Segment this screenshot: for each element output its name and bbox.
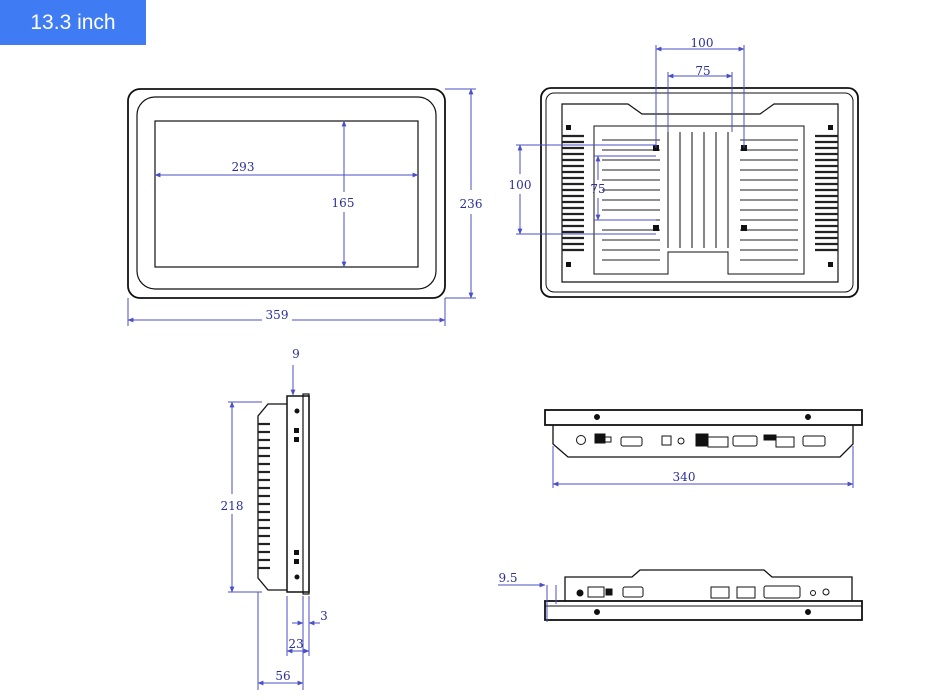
side-view: 9 218 3 23 56: [221, 347, 328, 690]
dim-outer-width: 359: [266, 308, 289, 322]
front-screen: [154, 120, 419, 268]
dim-top-offset: 9.5: [498, 571, 517, 585]
dim-bezel-depth: 9: [292, 347, 300, 361]
dim-panel-thickness: 3: [320, 609, 328, 623]
bottom-body: [552, 425, 854, 458]
dim-vesa-outer-h: 100: [691, 36, 714, 50]
rear-outer-frame: [540, 87, 859, 298]
side-front-panel: [302, 393, 310, 595]
bottom-ports: [576, 414, 826, 448]
left-vent-fins: [562, 134, 584, 252]
heatsink-outline: [593, 125, 805, 275]
dim-body-depth: 23: [288, 637, 303, 651]
bottom-bezel: [544, 409, 863, 426]
dim-screen-width: 293: [232, 160, 255, 174]
dim-vesa-outer-v: 100: [509, 178, 532, 192]
rear-inner-frame: [545, 92, 854, 293]
size-badge: 13.3 inch: [0, 0, 146, 45]
top-ports: [576, 585, 830, 615]
front-view: 293 165 236 359: [127, 88, 483, 326]
side-screws: [294, 408, 300, 580]
rear-view: 100 75 100 75: [509, 36, 859, 298]
dim-vesa-inner-v: 75: [590, 182, 605, 196]
side-fins: [258, 422, 270, 570]
dim-screen-height: 165: [332, 196, 355, 210]
vesa-holes: [566, 125, 833, 267]
heatsink-fins: [602, 132, 798, 261]
rear-housing: [561, 103, 839, 283]
size-badge-label: 13.3 inch: [30, 10, 116, 34]
top-bezel: [544, 600, 863, 621]
top-view: 9.5: [498, 569, 863, 622]
dim-vesa-inner-h: 75: [695, 64, 710, 78]
dim-side-height: 218: [221, 499, 244, 513]
front-bezel: [136, 96, 437, 290]
front-outer-frame: [127, 88, 446, 299]
right-vent-fins: [815, 134, 838, 252]
dim-outer-height: 236: [460, 197, 483, 211]
dim-cutout-width: 340: [673, 470, 696, 484]
top-body: [564, 569, 853, 601]
bottom-view: 340: [544, 409, 863, 488]
dim-total-depth: 56: [275, 669, 290, 683]
